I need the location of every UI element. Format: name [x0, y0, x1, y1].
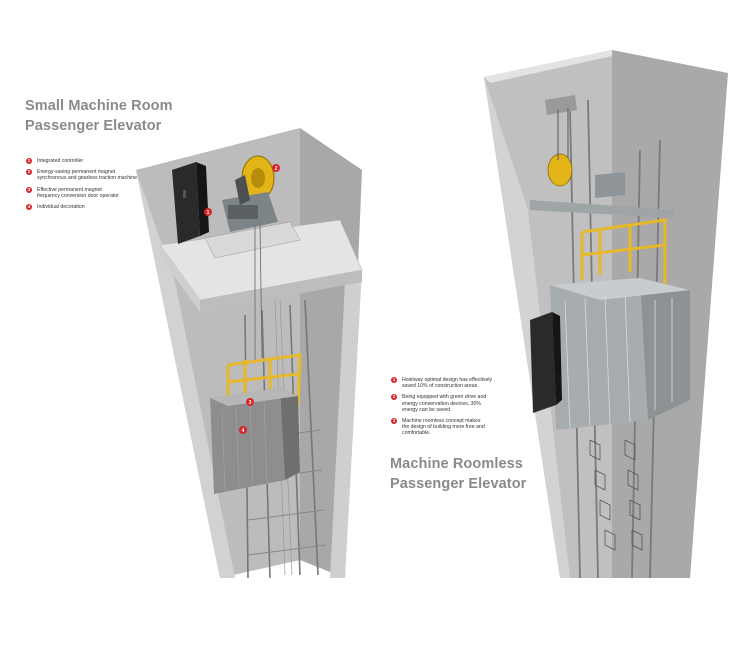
traction-machine	[222, 155, 278, 232]
controller-cabinet	[172, 162, 209, 244]
left-title-line2: Passenger Elevator	[25, 118, 162, 134]
legend-number-badge: 1	[391, 377, 397, 383]
legend-number-badge: 4	[26, 204, 32, 211]
left-title-line1: Small Machine Room	[25, 98, 173, 114]
right-title-line2: Passenger Elevator	[390, 476, 527, 492]
right-legend-item-1: 1 Hoistway optimal design has effectivel…	[391, 377, 512, 389]
legend-number-badge: 3	[26, 186, 32, 193]
legend-text: frequency conversion door operator	[37, 192, 119, 199]
legend-text: Machine roomless concept makes	[402, 418, 481, 425]
right-title: Machine Roomless Passenger Elevator	[390, 454, 526, 494]
legend-text: comfortable.	[402, 430, 431, 437]
legend-number-badge: 1	[26, 158, 32, 164]
right-title-line1: Machine Roomless	[390, 456, 523, 472]
left-legend-item-2: 2 Energy-saving permanent magnet synchro…	[26, 169, 147, 181]
legend-text: energy conservation devices, 30%	[402, 400, 482, 407]
legend-number-badge: 2	[26, 169, 32, 176]
legend-text: saved 10% of construction areas.	[402, 383, 479, 390]
left-title: Small Machine Room Passenger Elevator	[25, 96, 173, 136]
legend-text: energy can be saved.	[402, 406, 452, 413]
legend-text: Being equipped with green drive and	[402, 394, 487, 401]
right-shaft	[484, 50, 728, 579]
legend-text: the design of building more free and	[402, 424, 485, 431]
legend-text: Energy-saving permanent magnet	[37, 169, 116, 176]
left-marker-1: 1	[207, 210, 210, 216]
left-legend-item-4: 4 Individual decoration	[26, 204, 147, 211]
legend-text: Individual decoration	[37, 204, 85, 211]
right-traction-machine	[545, 95, 625, 198]
left-marker-3: 3	[249, 400, 252, 406]
legend-number-badge: 2	[391, 394, 397, 401]
legend-text: Integrated controller	[37, 158, 84, 164]
left-marker-2: 2	[275, 166, 278, 172]
left-legend-item-3: 3 Effective permanent magnet frequency c…	[26, 186, 147, 199]
left-car-frame	[226, 353, 302, 406]
left-car	[210, 388, 300, 494]
right-legend: 1 Hoistway optimal design has effectivel…	[391, 377, 512, 442]
left-legend: 1 Integrated controller 2 Energy-saving …	[26, 158, 147, 215]
right-legend-item-3: 3 Machine roomless concept makes the des…	[391, 418, 512, 437]
right-car-frame	[580, 218, 667, 285]
legend-number-badge: 3	[391, 418, 397, 425]
right-car	[530, 278, 690, 430]
left-callout-markers: 1 2 3 4	[204, 164, 280, 434]
right-legend-item-2: 2 Being equipped with green drive and en…	[391, 394, 512, 413]
left-legend-item-1: 1 Integrated controller	[26, 158, 147, 164]
left-marker-4: 4	[242, 428, 245, 434]
legend-text: synchronous and gearless traction machin…	[37, 175, 138, 182]
left-shaft	[136, 128, 363, 579]
legend-text: Effective permanent magnet	[37, 186, 102, 193]
legend-text: Hoistway optimal design has effectively	[402, 377, 493, 383]
